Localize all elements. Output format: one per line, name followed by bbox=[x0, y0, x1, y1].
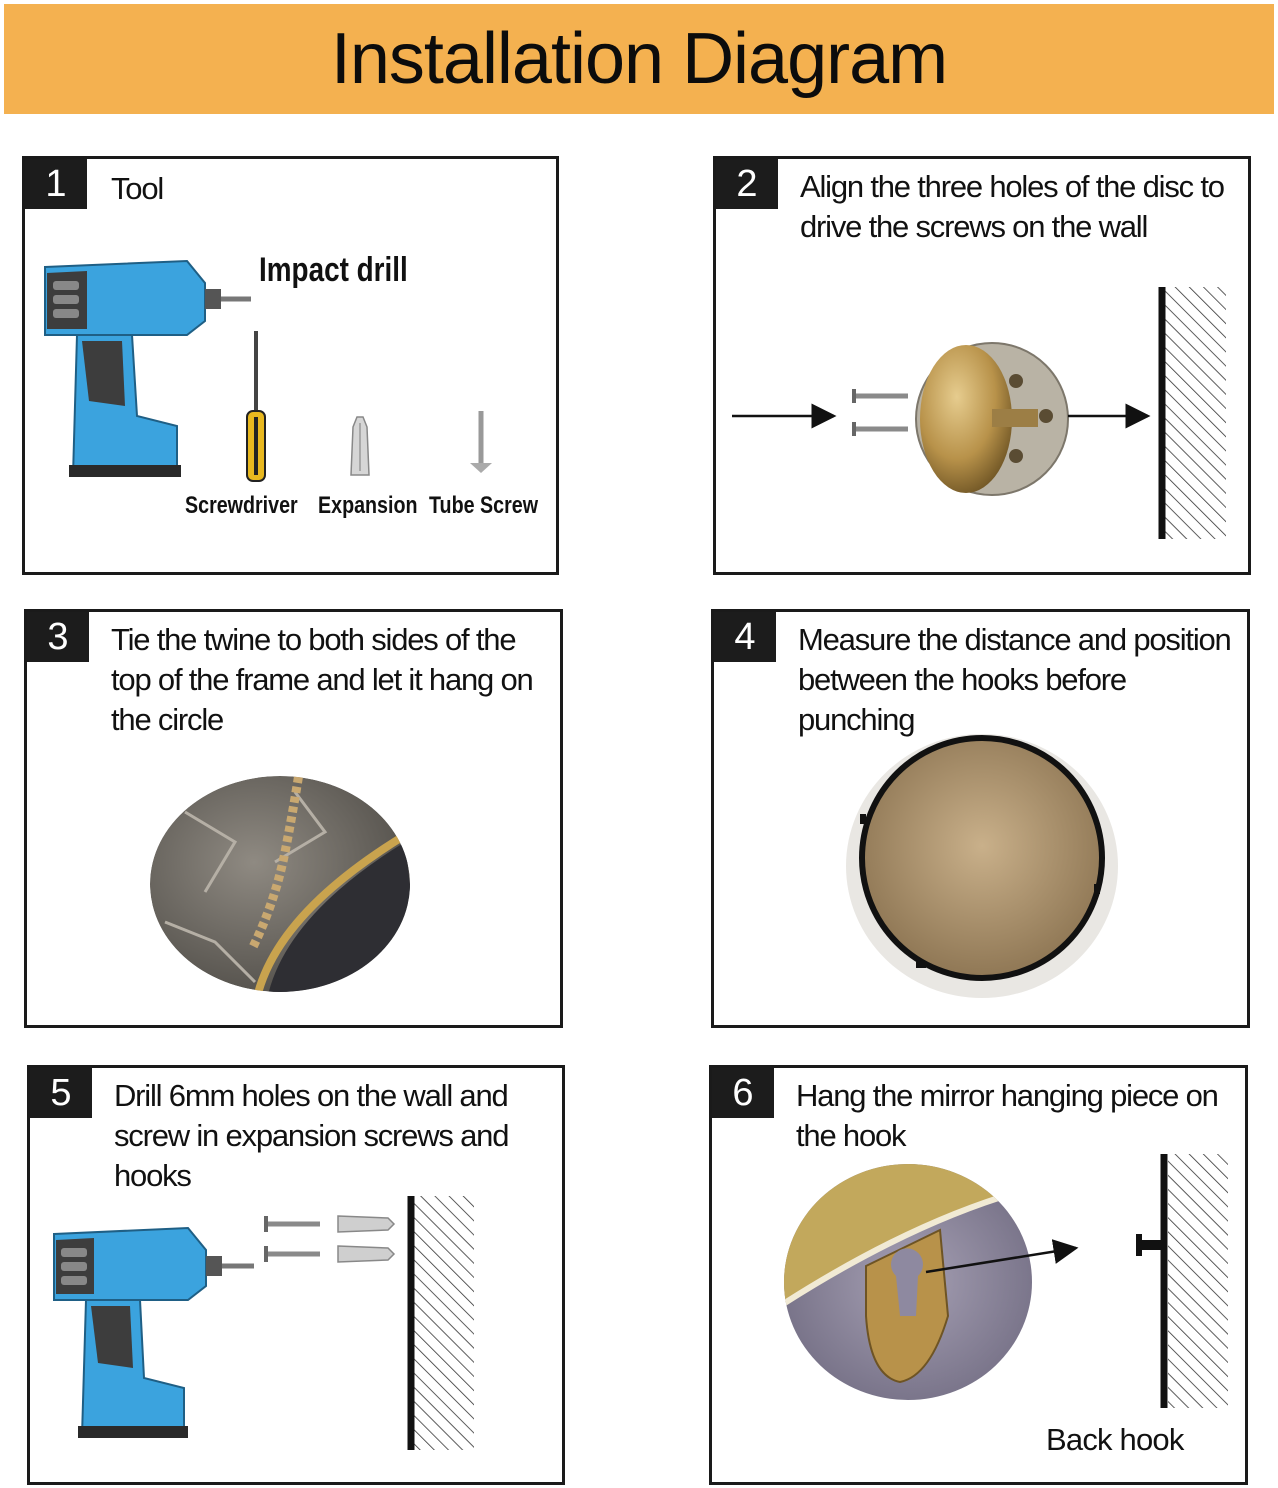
step-text: Drill 6mm holes on the wall and screw in… bbox=[114, 1078, 509, 1193]
screws-and-anchors-icon bbox=[264, 1215, 396, 1263]
page-title: Installation Diagram bbox=[330, 19, 948, 99]
step-text: Tie the twine to both sides of the top o… bbox=[111, 622, 534, 737]
screws-icon bbox=[852, 389, 908, 436]
wall-with-hook-icon bbox=[1136, 1154, 1228, 1408]
step-text: Align the three holes of the disc to dri… bbox=[800, 169, 1225, 244]
step-6-panel: 6 Hang the mirror hanging piece on the h… bbox=[709, 1065, 1248, 1485]
step-3-panel: 3 Tie the twine to both sides of the top… bbox=[24, 609, 563, 1028]
hook-arrow bbox=[925, 1239, 1079, 1274]
expansion-anchor-icon bbox=[350, 416, 370, 476]
step-number-badge: 5 bbox=[30, 1068, 92, 1118]
impact-drill-icon bbox=[53, 1226, 254, 1438]
step-number-badge: 3 bbox=[27, 612, 89, 662]
wall-icon bbox=[407, 1196, 474, 1450]
mirror-back-photo bbox=[846, 734, 1118, 998]
back-hook-caption: Back hook bbox=[1046, 1422, 1184, 1457]
title-banner: Installation Diagram bbox=[4, 4, 1274, 114]
step-number-badge: 4 bbox=[714, 612, 776, 662]
step-5-panel: 5 Drill 6mm holes on the wall and screw … bbox=[27, 1065, 565, 1485]
step-1-panel: 1 Tool Impact drill Screwdriver Expansio… bbox=[22, 156, 559, 575]
impact-drill-label: Impact drill bbox=[259, 251, 408, 289]
tube-screw-icon bbox=[470, 411, 492, 473]
step-text: Hang the mirror hanging piece on the hoo… bbox=[796, 1078, 1219, 1153]
wall-icon bbox=[1158, 287, 1226, 539]
step-2-panel: 2 Align the three holes of the disc to d… bbox=[713, 156, 1251, 575]
screwdriver-icon bbox=[246, 331, 266, 482]
step-4-panel: 4 Measure the distance and position betw… bbox=[711, 609, 1250, 1028]
step-number-badge: 1 bbox=[25, 159, 87, 209]
expansion-label: Expansion bbox=[318, 492, 418, 519]
step-number-badge: 2 bbox=[716, 159, 778, 209]
step-number-badge: 6 bbox=[712, 1068, 774, 1118]
hanging-piece-photo bbox=[784, 1164, 1032, 1400]
twine-photo bbox=[150, 776, 410, 992]
alignment-illustration bbox=[732, 287, 1226, 539]
screwdriver-label: Screwdriver bbox=[185, 492, 298, 519]
impact-drill-icon bbox=[44, 259, 251, 477]
step-text: Tool bbox=[111, 171, 164, 206]
tube-screw-label: Tube Screw bbox=[429, 492, 539, 519]
step-text: Measure the distance and position betwee… bbox=[798, 622, 1232, 737]
mounting-disc-icon bbox=[915, 342, 1069, 496]
